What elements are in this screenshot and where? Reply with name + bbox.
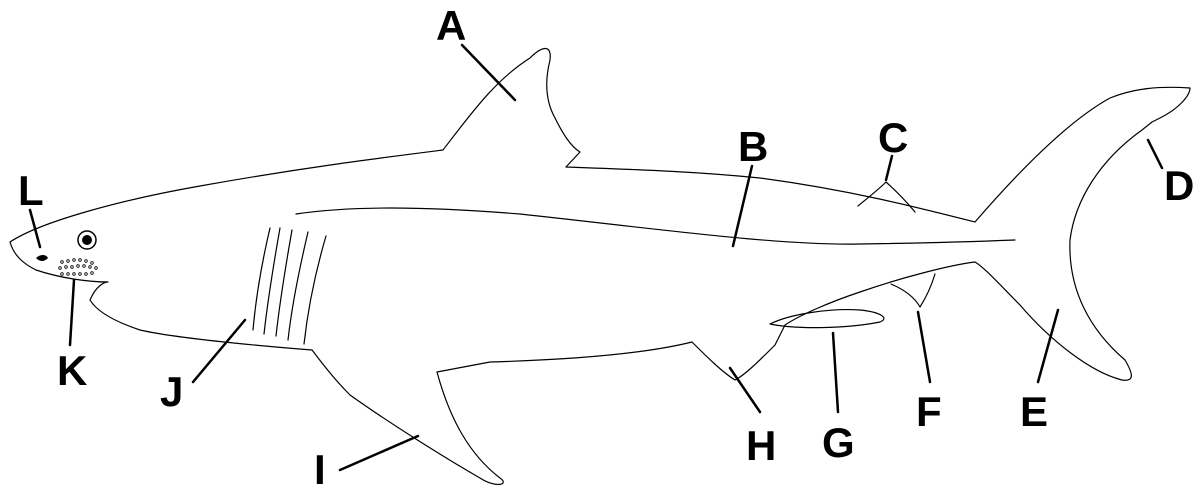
second-dorsal-fin (857, 181, 916, 213)
leader-line-a (460, 43, 517, 102)
label-d: D (1164, 162, 1194, 209)
shark-body-outline (9, 47, 1191, 485)
label-g: G (822, 419, 855, 466)
lateral-line (295, 207, 1016, 245)
label-k: K (57, 347, 87, 394)
anal-fin (890, 273, 936, 308)
label-e: E (1020, 388, 1048, 435)
leader-line-h (728, 366, 762, 414)
leader-line-k (68, 278, 76, 347)
label-h: H (746, 422, 776, 469)
label-f: F (916, 388, 942, 435)
eye-icon (77, 230, 97, 250)
label-j: J (160, 368, 183, 415)
leader-line-c (884, 154, 894, 182)
leader-line-g (831, 331, 840, 414)
leader-line-j (191, 318, 247, 384)
leader-line-b (731, 164, 754, 248)
ampullae-pores (58, 258, 98, 276)
leader-line-l (28, 208, 42, 249)
label-l: L (18, 167, 44, 214)
pelvic-fin (769, 309, 885, 329)
leader-line-d (1146, 138, 1164, 170)
label-b: B (738, 123, 768, 170)
nostril (36, 255, 48, 261)
label-c: C (878, 114, 908, 161)
gill-slits (252, 227, 327, 345)
label-a: A (436, 2, 466, 49)
leader-line-f (916, 310, 932, 384)
leader-line-i (338, 434, 420, 472)
label-i: I (314, 446, 326, 493)
leader-line-e (1036, 308, 1060, 384)
